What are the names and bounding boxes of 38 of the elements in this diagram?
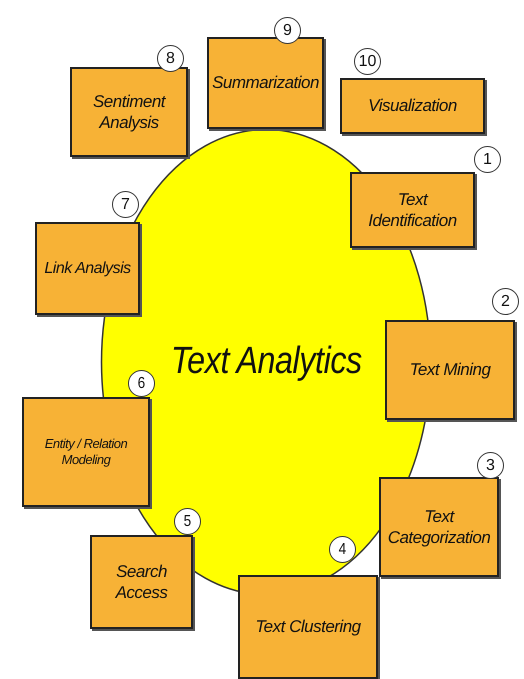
topic-box — [340, 78, 485, 134]
topic-label: Text Categorization — [386, 506, 492, 548]
number-label: 9 — [283, 20, 292, 40]
topic-box — [207, 37, 324, 129]
topic-box — [238, 575, 378, 679]
number-label: 4 — [338, 540, 346, 560]
topic-label: Entity / Relation Modeling — [44, 436, 128, 468]
number-label: 1 — [483, 150, 492, 170]
number-label: 10 — [358, 52, 376, 72]
number-circle — [157, 45, 184, 72]
topic-label: Search Access — [114, 560, 168, 604]
number-circle — [474, 146, 501, 173]
center-title: Text Analytics — [170, 339, 362, 384]
number-label: 3 — [486, 456, 495, 476]
number-label: 5 — [184, 512, 192, 532]
topic-label: Link Analysis — [43, 258, 132, 278]
topic-label: Visualization — [367, 95, 458, 117]
topic-box — [90, 535, 193, 629]
number-label: 6 — [138, 374, 146, 394]
number-label: 7 — [121, 194, 130, 214]
number-circle — [274, 17, 301, 44]
number-circle — [477, 452, 504, 479]
topic-box — [385, 320, 515, 420]
number-label: 2 — [501, 292, 510, 312]
topic-label: Sentiment Analysis — [92, 90, 167, 134]
topic-label: Summarization — [211, 72, 320, 94]
number-circle — [354, 48, 381, 75]
topic-label: Text Identification — [367, 188, 458, 232]
number-circle — [492, 288, 519, 315]
topic-label: Text Mining — [408, 359, 492, 381]
topic-box — [379, 477, 499, 577]
topic-box — [22, 397, 150, 507]
topic-label: Text Clustering — [254, 616, 362, 638]
topic-box — [70, 67, 188, 157]
number-label: 8 — [166, 48, 175, 68]
number-circle — [112, 191, 139, 218]
topic-box — [35, 222, 140, 315]
topic-box — [350, 172, 475, 248]
